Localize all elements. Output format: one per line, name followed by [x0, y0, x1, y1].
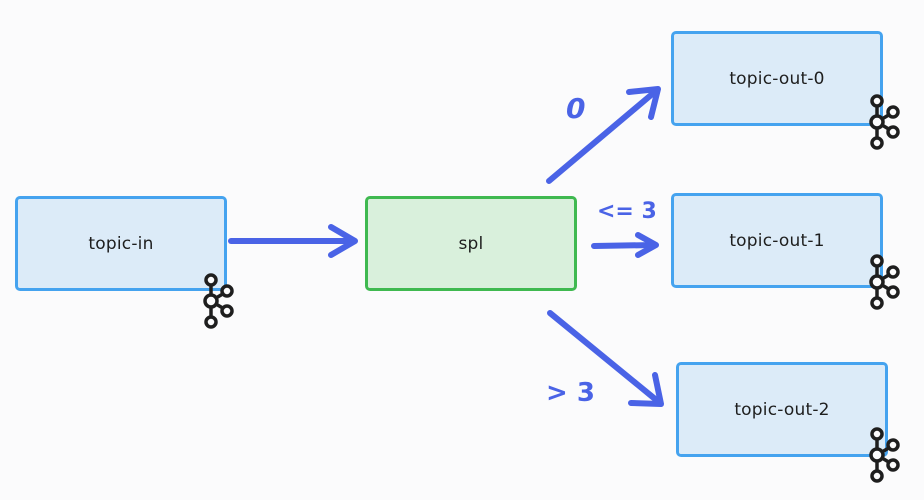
kafka-logo-icon [869, 254, 900, 310]
node-label: topic-out-1 [729, 230, 825, 251]
node-topic-out-0: topic-out-0 [671, 31, 883, 126]
kafka-logo-icon [869, 94, 900, 150]
arrow-spl-to-topic-out-0 [546, 86, 661, 184]
node-topic-out-1: topic-out-1 [671, 193, 883, 288]
arrow-spl-to-topic-out-1 [591, 232, 659, 258]
kafka-logo-icon [203, 273, 234, 329]
node-label: topic-out-2 [734, 399, 830, 420]
node-label: topic-out-0 [729, 68, 825, 89]
kafka-logo-icon [869, 427, 900, 483]
edge-label-out-2: > 3 [546, 378, 595, 408]
arrow-topic-in-to-spl [228, 224, 358, 258]
arrow-spl-to-topic-out-2 [547, 310, 664, 407]
edge-label-out-0: 0 [566, 92, 586, 125]
node-label: topic-in [88, 233, 154, 254]
node-label: spl [458, 233, 484, 254]
edge-label-out-1: <= 3 [597, 199, 657, 224]
node-spl: spl [365, 196, 577, 291]
node-topic-out-2: topic-out-2 [676, 362, 888, 457]
node-topic-in: topic-in [15, 196, 227, 291]
